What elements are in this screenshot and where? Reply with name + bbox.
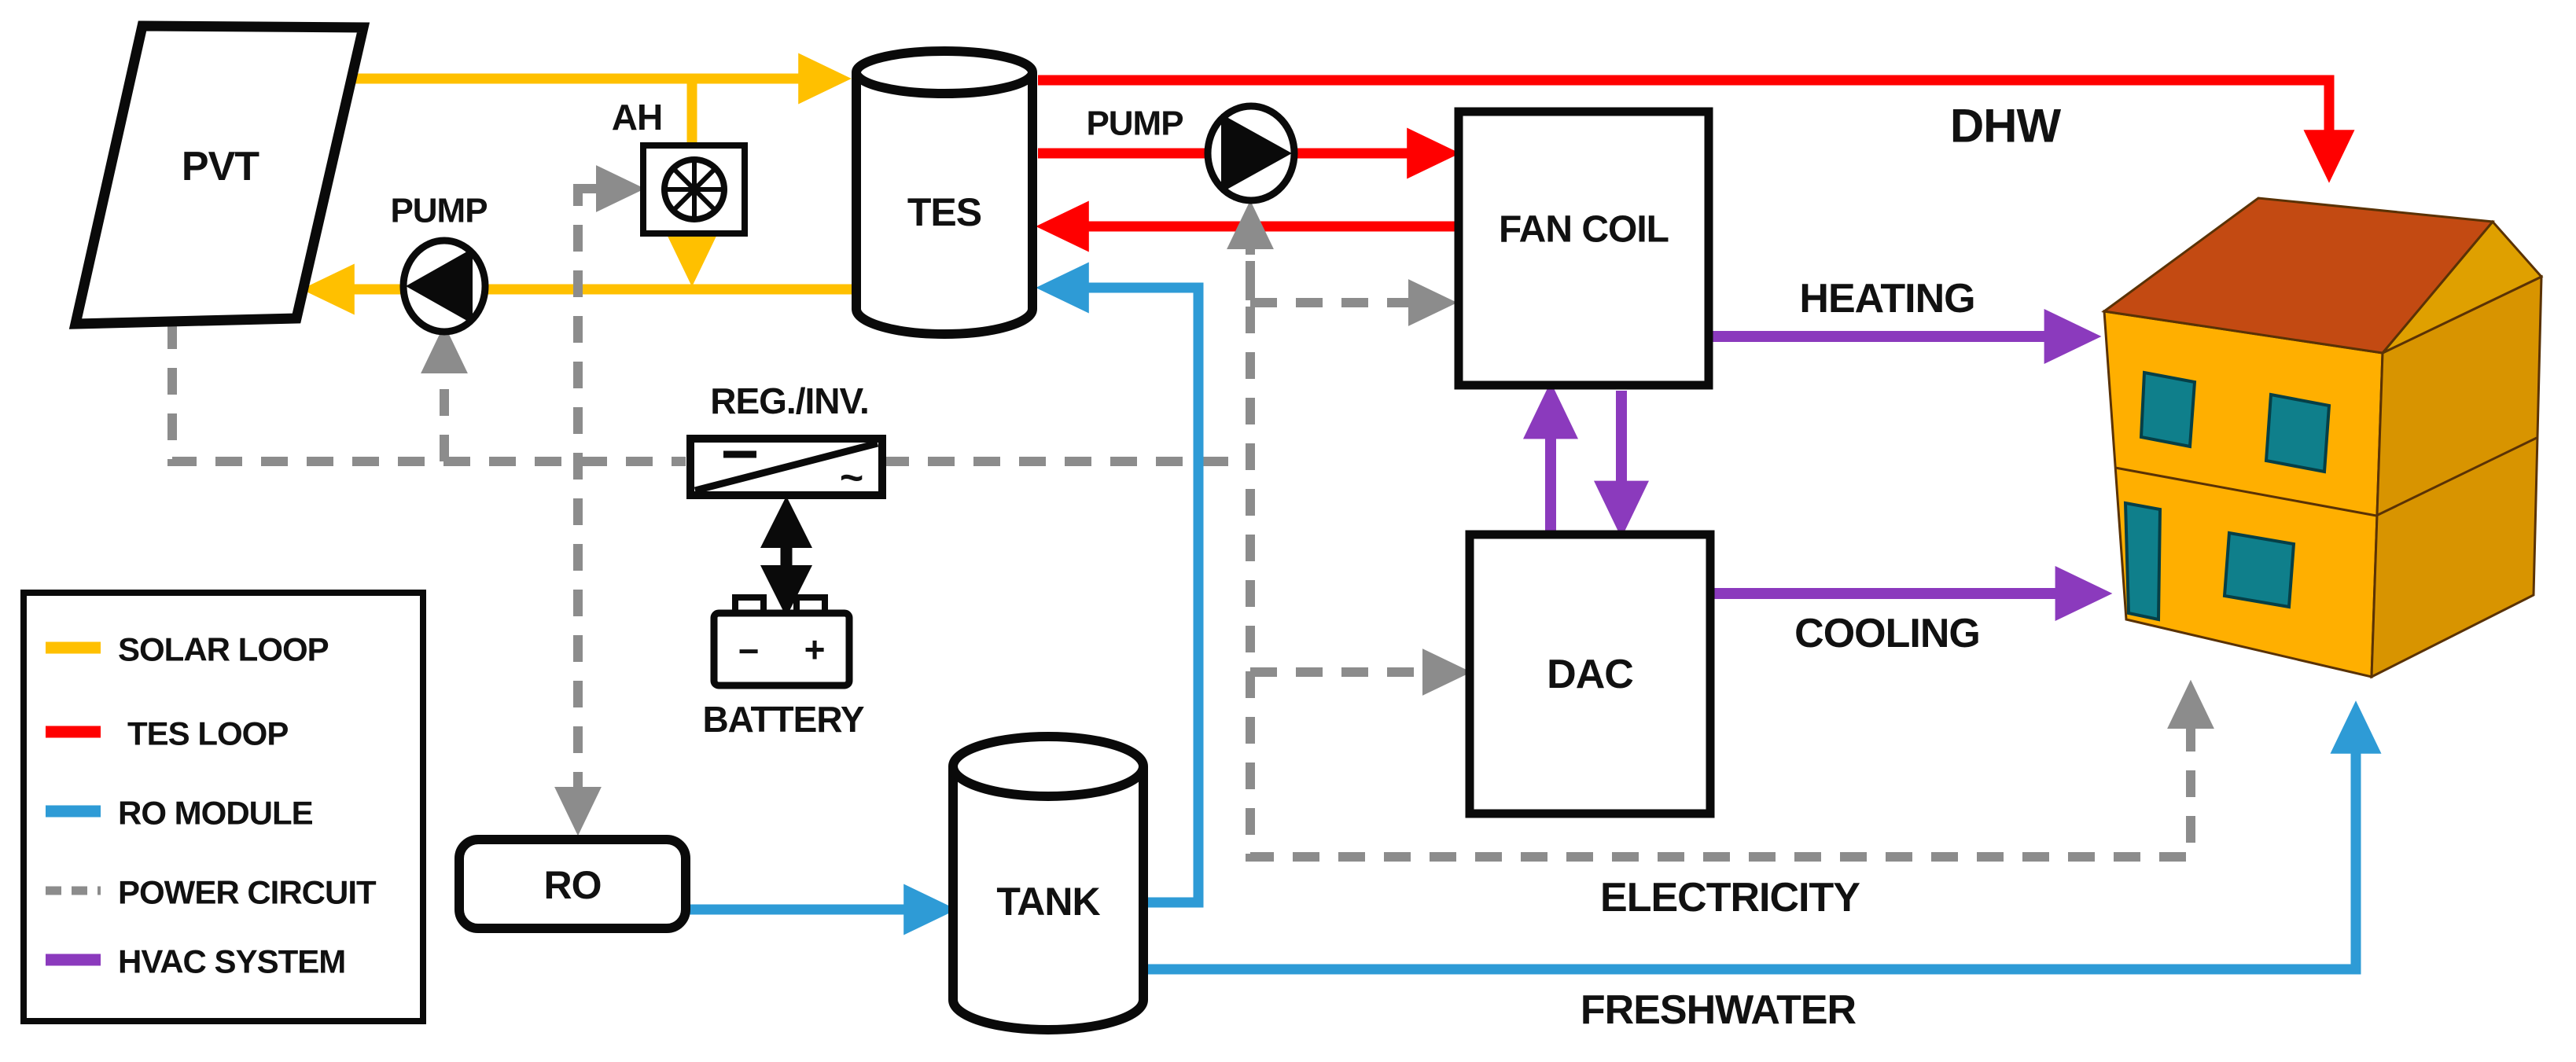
tes-storage: TES <box>852 46 1037 339</box>
power-circuit-lines <box>167 165 2214 862</box>
freshwater-tank: TANK <box>948 732 1148 1034</box>
window-upper-left <box>2139 370 2197 449</box>
tes-pump-label: PUMP <box>1086 105 1183 143</box>
house-front-wall <box>2103 310 2384 678</box>
house-windows <box>2123 370 2331 622</box>
pvt-panel-shape <box>68 20 370 329</box>
battery-minus: − <box>738 630 760 671</box>
fan-coil-label: FAN COIL <box>1499 209 1669 251</box>
dhw-line <box>1038 75 2355 183</box>
ro-module-lines <box>686 262 2382 975</box>
power-to-ro-line <box>554 184 633 836</box>
pvt-label: PVT <box>182 144 259 189</box>
tes-top <box>852 46 1037 98</box>
house-floor-line-side <box>2375 436 2537 517</box>
freshwater-line <box>1143 700 2382 975</box>
legend: SOLAR LOOP TES LOOP RO MODULE POWER CIRC… <box>20 590 426 1024</box>
tank-to-tes-line <box>1036 262 1204 908</box>
tank-body <box>948 766 1148 1034</box>
tes-pump-rotor <box>1221 114 1292 193</box>
house-door <box>2123 501 2162 622</box>
solar-pump-icon: PUMP <box>390 192 489 336</box>
pvt-power-line <box>167 322 686 466</box>
battery-label: BATTERY <box>702 699 863 740</box>
solar-pump-rotor <box>406 248 473 324</box>
battery-icon: − + BATTERY <box>702 594 865 740</box>
house <box>2101 197 2544 679</box>
fan-coil-unit: FAN COIL <box>1454 107 1713 390</box>
dac-label: DAC <box>1547 652 1633 697</box>
ro-unit: RO <box>454 835 690 933</box>
tank-top <box>948 732 1148 801</box>
reg-inv-label: REG./INV. <box>710 380 868 421</box>
fan-icon <box>661 156 727 222</box>
ah-unit: AH <box>612 97 748 237</box>
freshwater-label: FRESHWATER <box>1581 987 1857 1033</box>
regulator-inverter: REG./INV. ~ <box>686 380 886 501</box>
legend-label-hvac: HVAC SYSTEM <box>118 943 345 980</box>
tes-body <box>852 72 1037 339</box>
tes-pump-icon: PUMP <box>1086 102 1298 204</box>
ah-label: AH <box>612 97 662 138</box>
cooling-label: COOLING <box>1794 611 1980 656</box>
tes-label: TES <box>907 190 981 234</box>
legend-label-tes: TES LOOP <box>127 715 288 752</box>
window-lower <box>2222 531 2296 609</box>
window-upper-right <box>2264 392 2331 474</box>
dac-unit: DAC <box>1465 530 1715 818</box>
fan-coil-box <box>1454 107 1713 390</box>
electricity-line <box>1246 215 2214 862</box>
electricity-label: ELECTRICITY <box>1600 875 1860 921</box>
battery-plus: + <box>804 629 826 670</box>
dhw-label: DHW <box>1950 100 2062 153</box>
legend-label-solar: SOLAR LOOP <box>118 631 329 668</box>
pvt-panel: PVT <box>68 20 370 329</box>
hvac-lines <box>1523 309 2113 621</box>
dac-box <box>1465 530 1715 818</box>
legend-label-ro: RO MODULE <box>118 795 313 832</box>
ro-label: RO <box>544 863 602 907</box>
house-floor-line-front <box>2114 466 2377 517</box>
battery-body <box>710 609 853 689</box>
house-roof <box>2101 197 2495 355</box>
reg-inv-diagonal <box>694 439 879 494</box>
heating-label: HEATING <box>1799 276 1974 322</box>
tank-label: TANK <box>996 880 1100 924</box>
ro-box <box>454 835 690 933</box>
legend-label-power: POWER CIRCUIT <box>118 874 377 911</box>
ac-symbol: ~ <box>840 455 863 501</box>
solar-pump-label: PUMP <box>390 192 487 230</box>
